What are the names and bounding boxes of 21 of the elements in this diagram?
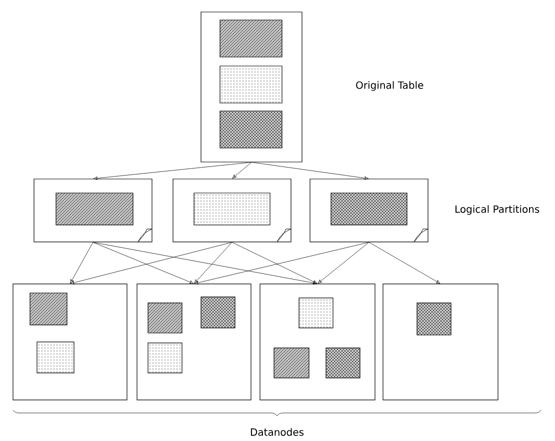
arrow bbox=[93, 162, 252, 180]
arrow bbox=[194, 242, 232, 284]
group-label: Logical Partitions bbox=[456, 205, 540, 215]
arrow bbox=[318, 242, 370, 284]
arrow bbox=[92, 242, 318, 285]
arrow bbox=[251, 162, 369, 180]
arrow bbox=[92, 242, 194, 284]
data-block bbox=[298, 298, 334, 328]
group-label: Datanodes bbox=[250, 428, 304, 436]
arrow bbox=[232, 162, 252, 179]
data-block bbox=[220, 66, 282, 104]
group-label: Original Table bbox=[356, 81, 424, 91]
datanode-box bbox=[382, 284, 498, 400]
data-block bbox=[194, 192, 270, 226]
arrow bbox=[232, 242, 318, 284]
arrow bbox=[194, 242, 370, 284]
arrow bbox=[70, 242, 232, 284]
data-block bbox=[148, 342, 182, 374]
arrow bbox=[368, 242, 440, 284]
data-block bbox=[36, 342, 74, 374]
arrow bbox=[70, 242, 94, 284]
